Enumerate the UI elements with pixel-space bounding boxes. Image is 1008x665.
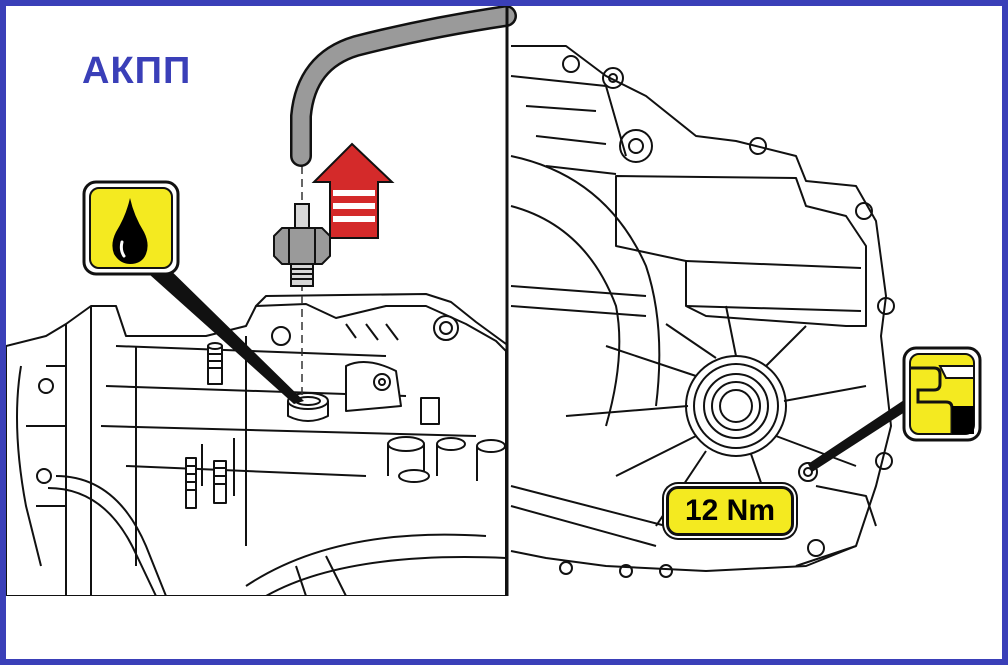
temperature-sensor	[273, 203, 331, 287]
fluid-callout-pointer	[140, 256, 304, 404]
arrow-up-icon	[311, 142, 395, 239]
right-housing-drawing	[510, 45, 895, 578]
transmission-title: АКПП	[82, 50, 192, 92]
torque-spec-badge: 12 Nm	[666, 486, 794, 536]
oil-drop-icon	[82, 180, 180, 276]
left-housing-drawing	[6, 293, 506, 596]
drain-plug-icon	[902, 346, 982, 442]
transmission-illustration	[6, 6, 982, 596]
drain-callout-pointer	[808, 400, 911, 472]
